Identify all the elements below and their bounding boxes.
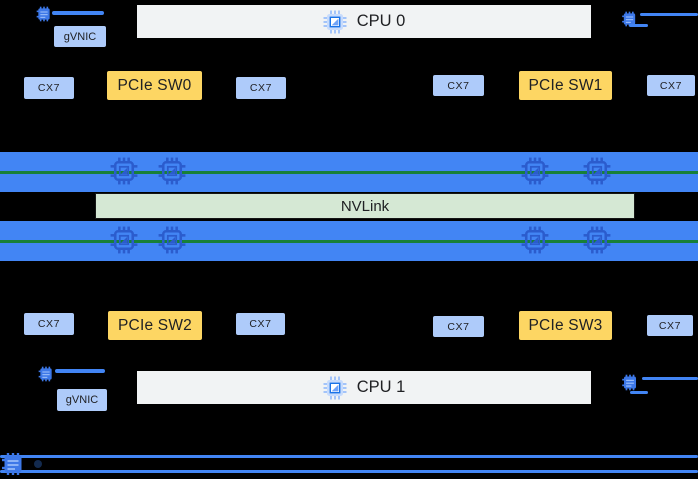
- cpu-chip-icon: [323, 10, 347, 34]
- network-connector-line: [630, 391, 648, 394]
- gpu-bar-top: [0, 152, 698, 192]
- offload-rail-bottom-line: [0, 470, 698, 473]
- network-connector-line: [640, 13, 698, 16]
- gpu-chip-icon: [583, 157, 611, 185]
- cx7-label: CX7: [37, 318, 61, 330]
- gpu-chip-icon: [521, 226, 549, 254]
- pcie-sw3-box: PCIe SW3: [519, 311, 612, 340]
- cpu-chip-icon: [323, 376, 347, 400]
- gpu-chip-icon: [158, 157, 186, 185]
- cx7-box: CX7: [647, 315, 693, 336]
- cx7-label: CX7: [447, 79, 470, 92]
- gvnic-box-top: gVNIC: [54, 26, 106, 47]
- cx7-label: CX7: [659, 79, 683, 92]
- cpu1-label: CPU 1: [356, 378, 406, 396]
- network-connector-line: [55, 369, 105, 373]
- pcie-sw3-label: PCIe SW3: [528, 316, 603, 334]
- nvlink-trace-line: [0, 240, 698, 243]
- gpu-bar-bottom: [0, 221, 698, 261]
- cx7-box: CX7: [24, 313, 74, 335]
- pcie-sw1-label: PCIe SW1: [528, 76, 603, 94]
- gpu-chip-icon: [158, 226, 186, 254]
- gpu-chip-icon: [583, 226, 611, 254]
- offload-chip-icon: [1, 452, 25, 476]
- cpu1-bar: CPU 1: [137, 371, 591, 404]
- pcie-sw1-box: PCIe SW1: [519, 71, 612, 100]
- cx7-box: CX7: [433, 75, 484, 96]
- gvnic-label: gVNIC: [63, 30, 97, 43]
- gpu-chip-icon: [110, 157, 138, 185]
- network-connector-line: [629, 24, 648, 27]
- nvlink-trace-line: [0, 171, 698, 174]
- cx7-box: CX7: [236, 313, 285, 335]
- cx7-box: CX7: [647, 75, 695, 96]
- network-connector-line: [642, 377, 698, 380]
- pcie-sw2-box: PCIe SW2: [108, 311, 202, 340]
- rail-dot: [34, 460, 42, 468]
- gpu-chip-icon: [521, 157, 549, 185]
- pcie-sw2-label: PCIe SW2: [118, 316, 192, 334]
- gvnic-label: gVNIC: [65, 394, 99, 406]
- pcie-sw0-label: PCIe SW0: [117, 76, 192, 94]
- cx7-label: CX7: [447, 320, 470, 333]
- pcie-sw0-box: PCIe SW0: [107, 71, 202, 100]
- cpu0-bar: CPU 0: [137, 5, 591, 38]
- network-connector-line: [52, 11, 104, 15]
- nvlink-bar: NVLink: [95, 193, 635, 219]
- cx7-box: CX7: [24, 77, 74, 99]
- cx7-label: CX7: [249, 318, 272, 330]
- cx7-box: CX7: [236, 77, 286, 99]
- nic-port-icon: [36, 6, 52, 22]
- cx7-label: CX7: [37, 82, 61, 94]
- offload-rail-top-line: [0, 455, 698, 458]
- gvnic-box-bottom: gVNIC: [57, 389, 107, 411]
- cpu0-label: CPU 0: [356, 12, 406, 30]
- cx7-label: CX7: [658, 319, 682, 332]
- nvlink-label: NVLink: [340, 197, 390, 215]
- nic-port-icon: [38, 366, 54, 382]
- gpu-chip-icon: [110, 226, 138, 254]
- cx7-label: CX7: [249, 82, 273, 94]
- cx7-box: CX7: [433, 316, 484, 337]
- nic-port-icon: [621, 374, 639, 391]
